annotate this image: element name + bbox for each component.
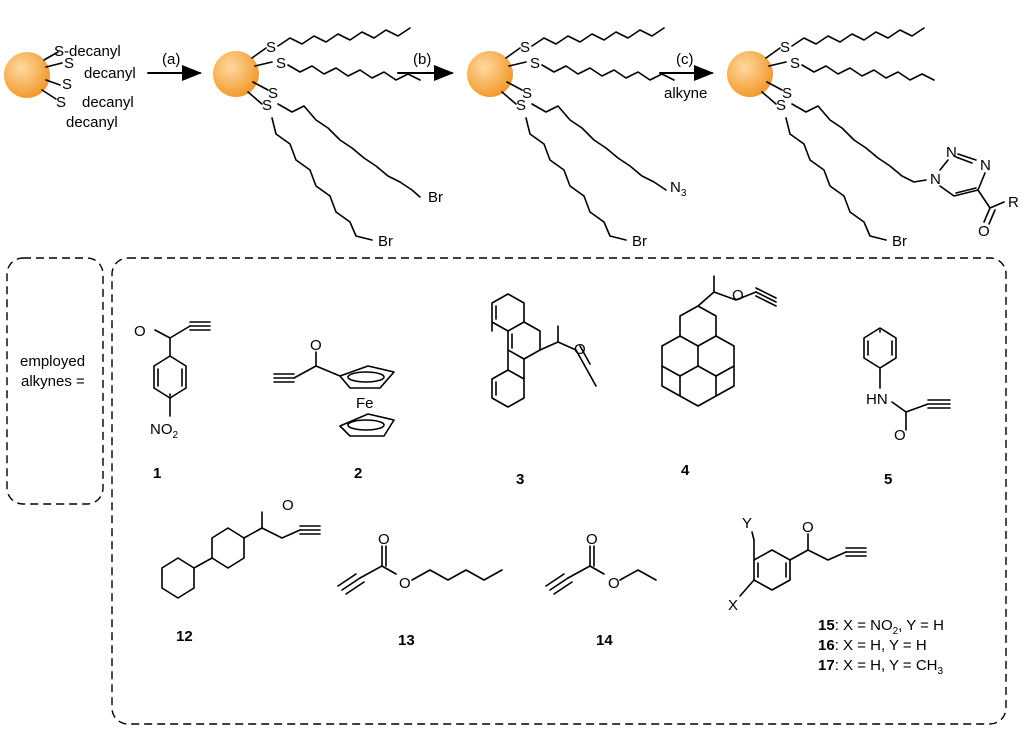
compound-4-number: 4 [681, 462, 690, 479]
alkynes-label-line1: employed [20, 353, 85, 370]
S-atom: S [520, 39, 530, 56]
start-nanoparticle: S-decanyl S decanyl S decanyl S decanyl [4, 43, 136, 131]
S-atom: S [782, 85, 792, 102]
S-atom: S [780, 39, 790, 56]
step-c-reagent: alkyne [664, 85, 707, 102]
compound-13-O1: O [378, 531, 390, 548]
S-atom: S [530, 55, 540, 72]
S-atom: S [790, 55, 800, 72]
compound-13: O O 13 [337, 531, 503, 649]
compound-14-O2: O [608, 575, 620, 592]
compound-2-number: 2 [354, 465, 362, 482]
compound-15-O: O [802, 519, 814, 536]
R-group: R [1008, 194, 1019, 211]
start-label-2: S [64, 55, 74, 72]
compound-12-number: 12 [176, 628, 193, 645]
arrow-step-a: (a) [147, 51, 202, 81]
product-azide: S S S S N3 Br [467, 27, 687, 250]
compound-12-O: O [282, 497, 294, 514]
compound-2: O Fe 2 [273, 337, 395, 482]
S-atom: S [522, 85, 532, 102]
compound-3: O 3 [491, 293, 597, 488]
start-label-5: decanyl [82, 94, 134, 111]
substituent-legend: 15: X = NO2, Y = H 16: X = H, Y = H 17: … [818, 617, 944, 677]
start-label-7: decanyl [66, 114, 118, 131]
legend-row-17: 17: X = H, Y = CH3 [818, 657, 944, 677]
compound-1-O: O [134, 323, 146, 340]
compound-14-O1: O [586, 531, 598, 548]
step-a-label: (a) [162, 51, 180, 68]
nitro-group: NO2 [150, 421, 179, 441]
alkynes-panel-border [111, 257, 1007, 725]
product-bromo: S S S S Br Br [213, 27, 443, 250]
compound-4-O: O [732, 287, 744, 304]
start-label-1: S-decanyl [54, 43, 121, 60]
start-label-6: S [56, 94, 66, 111]
compound-3-O: O [574, 341, 586, 358]
start-label-4: S [62, 76, 72, 93]
step-c-label: (c) [676, 51, 694, 68]
compound-5-O: O [894, 427, 906, 444]
compound-5-NH: HN [866, 391, 888, 408]
arrow-step-b: (b) [397, 51, 454, 81]
iron-atom: Fe [356, 395, 374, 412]
start-label-3: decanyl [84, 65, 136, 82]
azide-group: N3 [670, 179, 687, 199]
compound-5-number: 5 [884, 471, 892, 488]
compound-4: O 4 [661, 275, 777, 479]
carbonyl-O: O [978, 223, 990, 240]
compound-15-17: Y X O [728, 515, 867, 614]
triazole-N2: N [946, 144, 957, 161]
alkynes-label-line2: alkynes = [21, 373, 85, 390]
product-triazole: S S S S Br N N N R O [727, 27, 1019, 250]
alkynes-label-box: employed alkynes = [6, 257, 104, 505]
S-atom: S [516, 97, 526, 114]
compound-12: O 12 [161, 497, 321, 645]
triazole-N1: N [930, 171, 941, 188]
S-atom: S [262, 97, 272, 114]
substituent-X: X [728, 597, 738, 614]
compound-14: O O 14 [545, 531, 657, 649]
triazole-N3: N [980, 157, 991, 174]
S-atom: S [776, 97, 786, 114]
S-atom: S [276, 55, 286, 72]
Br-atom: Br [892, 233, 907, 250]
S-atom: S [266, 39, 276, 56]
step-b-label: (b) [413, 51, 431, 68]
Br-atom: Br [428, 189, 443, 206]
substituent-Y: Y [742, 515, 752, 532]
Br-atom: Br [632, 233, 647, 250]
Br-atom: Br [378, 233, 393, 250]
compound-2-O: O [310, 337, 322, 354]
compound-3-number: 3 [516, 471, 524, 488]
legend-row-15: 15: X = NO2, Y = H [818, 617, 944, 637]
arrow-step-c: (c) alkyne [659, 51, 714, 102]
legend-row-16: 16: X = H, Y = H [818, 637, 927, 654]
compound-1-number: 1 [153, 465, 161, 482]
compound-1: O NO2 1 [134, 321, 211, 482]
compound-5: HN O 5 [863, 327, 951, 488]
S-atom: S [268, 85, 278, 102]
compound-13-number: 13 [398, 632, 415, 649]
compound-13-O2: O [399, 575, 411, 592]
compound-14-number: 14 [596, 632, 613, 649]
